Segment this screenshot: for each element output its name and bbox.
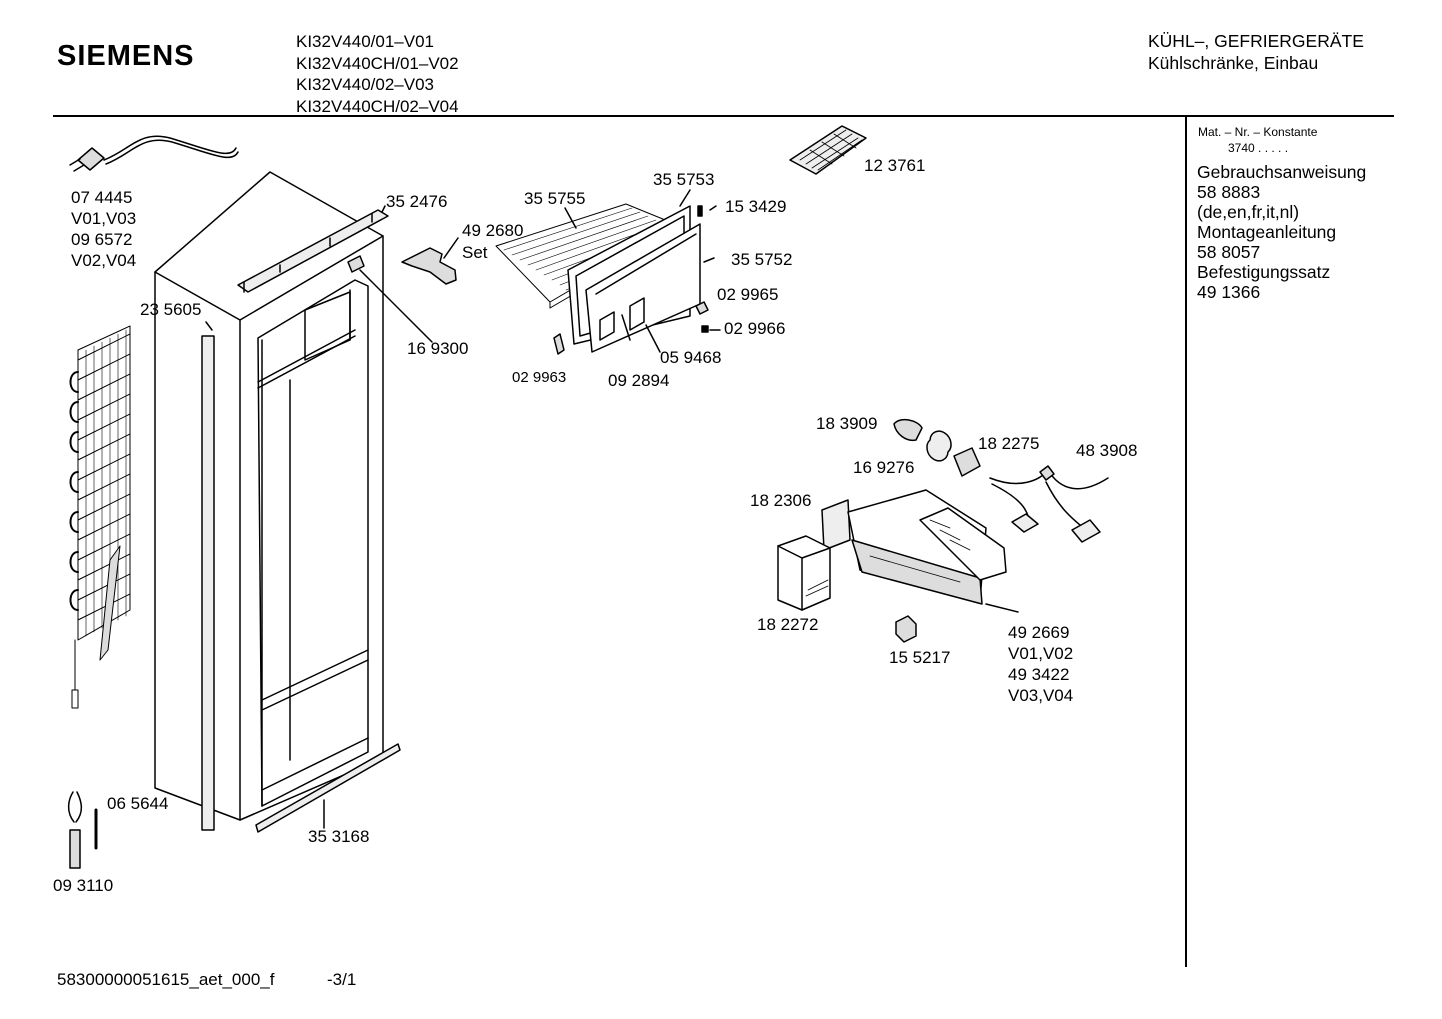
doc-manual-languages: (de,en,fr,it,nl) — [1197, 202, 1300, 222]
brand-logo: SIEMENS — [57, 40, 195, 72]
clip-029963-icon — [553, 333, 565, 355]
leader-355753 — [679, 189, 691, 207]
leader-153429 — [709, 205, 717, 211]
control-cover — [777, 535, 831, 611]
control-housing — [821, 489, 1007, 605]
leader-355752 — [703, 257, 715, 263]
part-492680: 49 2680 — [462, 221, 524, 240]
part-353168: 35 3168 — [308, 827, 370, 846]
bottom-strip — [255, 743, 401, 833]
doc-fixing-kit-title: Befestigungssatz — [1197, 262, 1331, 282]
leader-352476 — [381, 205, 386, 213]
part-355752: 35 5752 — [731, 250, 793, 269]
part-355755: 35 5755 — [524, 189, 586, 208]
leader-059468 — [645, 324, 661, 353]
category-subtitle: Kühlschränke, Einbau — [1148, 52, 1319, 73]
part-096572-variants: V02,V04 — [71, 251, 137, 270]
category-block: KÜHL–, GEFRIERGERÄTE Kühlschränke, Einba… — [1148, 31, 1364, 74]
part-093110: 09 3110 — [53, 876, 114, 895]
part-183909: 18 3909 — [816, 414, 878, 433]
doc-installation-number: 58 8057 — [1197, 242, 1261, 262]
leader-169300 — [359, 269, 433, 343]
part-065644: 06 5644 — [107, 794, 169, 813]
hinge-part — [347, 255, 365, 273]
doc-installation-title: Montageanleitung — [1197, 222, 1337, 242]
doc-manual-title: Gebrauchsanweisung — [1197, 162, 1367, 182]
doc-manual-number: 58 8883 — [1197, 182, 1261, 202]
leader-492669 — [985, 603, 1019, 613]
part-492680-note: Set — [462, 243, 488, 262]
model-4: KI32V440CH/02–V04 — [296, 96, 459, 116]
mounting-bracket-icon — [401, 247, 457, 285]
part-029965: 02 9965 — [717, 285, 779, 304]
part-074445: 07 4445 — [71, 188, 133, 207]
power-cord-icon — [69, 135, 239, 172]
part-492669-variants: V01,V02 — [1008, 644, 1074, 663]
part-092894: 09 2894 — [608, 371, 670, 390]
leader-492680 — [443, 237, 459, 259]
screw-029966-icon — [701, 325, 709, 333]
clip-029965-icon — [695, 301, 709, 315]
part-355753: 35 5753 — [653, 170, 715, 189]
screw-153429-icon — [697, 205, 703, 217]
category-title: KÜHL–, GEFRIERGERÄTE — [1148, 31, 1364, 51]
part-029966: 02 9966 — [724, 319, 786, 338]
condenser-coil — [69, 325, 131, 709]
part-059468: 05 9468 — [660, 348, 722, 367]
mat-nr-value: 3740 . . . . . — [1228, 141, 1289, 155]
switch-155217-icon — [895, 615, 917, 643]
header-divider — [53, 115, 1394, 117]
part-182275: 18 2275 — [978, 434, 1040, 453]
part-352476: 35 2476 — [386, 192, 448, 211]
leader-355755 — [564, 207, 577, 229]
part-169300: 16 9300 — [407, 339, 469, 358]
door-seal — [201, 335, 215, 831]
part-493422: 49 3422 — [1008, 665, 1070, 684]
part-493422-variants: V03,V04 — [1008, 686, 1074, 705]
leader-092894 — [621, 314, 631, 341]
part-169276: 16 9276 — [853, 458, 915, 477]
part-235605: 23 5605 — [140, 300, 202, 319]
part-492669: 49 2669 — [1008, 623, 1070, 642]
page-number: -3/1 — [327, 970, 357, 989]
part-483908: 48 3908 — [1076, 441, 1138, 460]
ice-tray-icon — [789, 125, 867, 175]
model-2: KI32V440CH/01–V02 — [296, 53, 459, 73]
model-1: KI32V440/01–V01 — [296, 32, 435, 51]
documents-list: Gebrauchsanweisung 58 8883 (de,en,fr,it,… — [1197, 162, 1366, 302]
sidebar-divider — [1185, 117, 1187, 967]
wiring-harness-icon — [989, 465, 1109, 543]
part-155217: 15 5217 — [889, 648, 951, 667]
model-3: KI32V440/02–V03 — [296, 75, 435, 94]
lamp-assembly-icon — [893, 418, 981, 477]
temperature-sensor-icon — [67, 791, 98, 869]
part-153429: 15 3429 — [725, 197, 787, 216]
part-123761: 12 3761 — [864, 156, 926, 175]
doc-fixing-kit-number: 49 1366 — [1197, 282, 1261, 302]
part-182272: 18 2272 — [757, 615, 819, 634]
top-rail — [237, 209, 389, 293]
part-096572: 09 6572 — [71, 230, 133, 249]
document-code: 58300000051615_aet_000_f — [57, 970, 275, 989]
model-list: KI32V440/01–V01 KI32V440CH/01–V02 KI32V4… — [296, 31, 459, 117]
mat-nr-heading: Mat. – Nr. – Konstante — [1198, 125, 1318, 139]
part-182306: 18 2306 — [750, 491, 812, 510]
part-074445-variants: V01,V03 — [71, 209, 137, 228]
leader-235605 — [205, 321, 213, 331]
part-029963: 02 9963 — [512, 369, 567, 386]
